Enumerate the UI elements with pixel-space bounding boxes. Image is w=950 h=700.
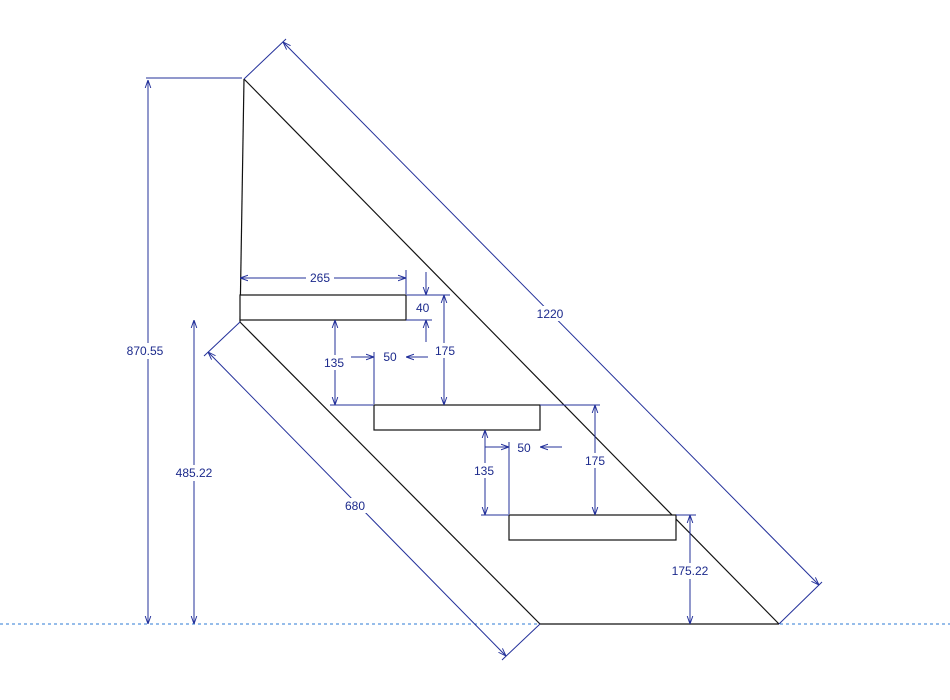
dim-label-tread-depth: 265 [310,271,330,285]
dim-label-overlap-1: 50 [383,350,397,364]
dim-tread-thickness: 40 [406,272,432,342]
dim-gap-2: 135 [470,430,509,516]
dim-gap-1: 135 [320,320,374,406]
dim-lower-height: 485.22 [170,320,218,624]
dim-overlap-1: 50 [351,350,428,404]
dim-label-lower-length: 680 [345,499,365,513]
dim-label-overlap-2: 50 [517,441,531,455]
dim-rise-2: 175 [540,404,608,515]
stringer-top-edge [243,78,780,625]
dim-label-stringer-length: 1220 [537,307,564,321]
dim-rise-1: 175 [406,294,458,405]
dim-tread-depth: 265 [240,270,407,294]
dim-label-rise-1: 175 [435,344,455,358]
dim-bottom-rise: 175.22 [666,514,714,624]
dim-total-height: 870.55 [122,77,242,624]
dim-overlap-2: 50 [485,441,562,514]
dim-label-gap-2: 135 [474,464,494,478]
dim-label-bottom-rise: 175.22 [672,564,709,578]
dim-stringer-length: 1220 [243,38,823,625]
dim-label-tread-thickness: 40 [416,301,430,315]
stair-outline [239,78,780,625]
dim-lower-length: 680 [203,321,541,661]
dim-label-rise-2: 175 [585,454,605,468]
dim-label-total-height: 870.55 [127,344,164,358]
tread-3 [508,514,677,541]
back-edge [239,78,245,323]
dim-label-gap-1: 135 [324,356,344,370]
dim-label-lower-height: 485.22 [176,466,213,480]
tread-2 [373,404,541,431]
tread-1 [239,294,407,321]
